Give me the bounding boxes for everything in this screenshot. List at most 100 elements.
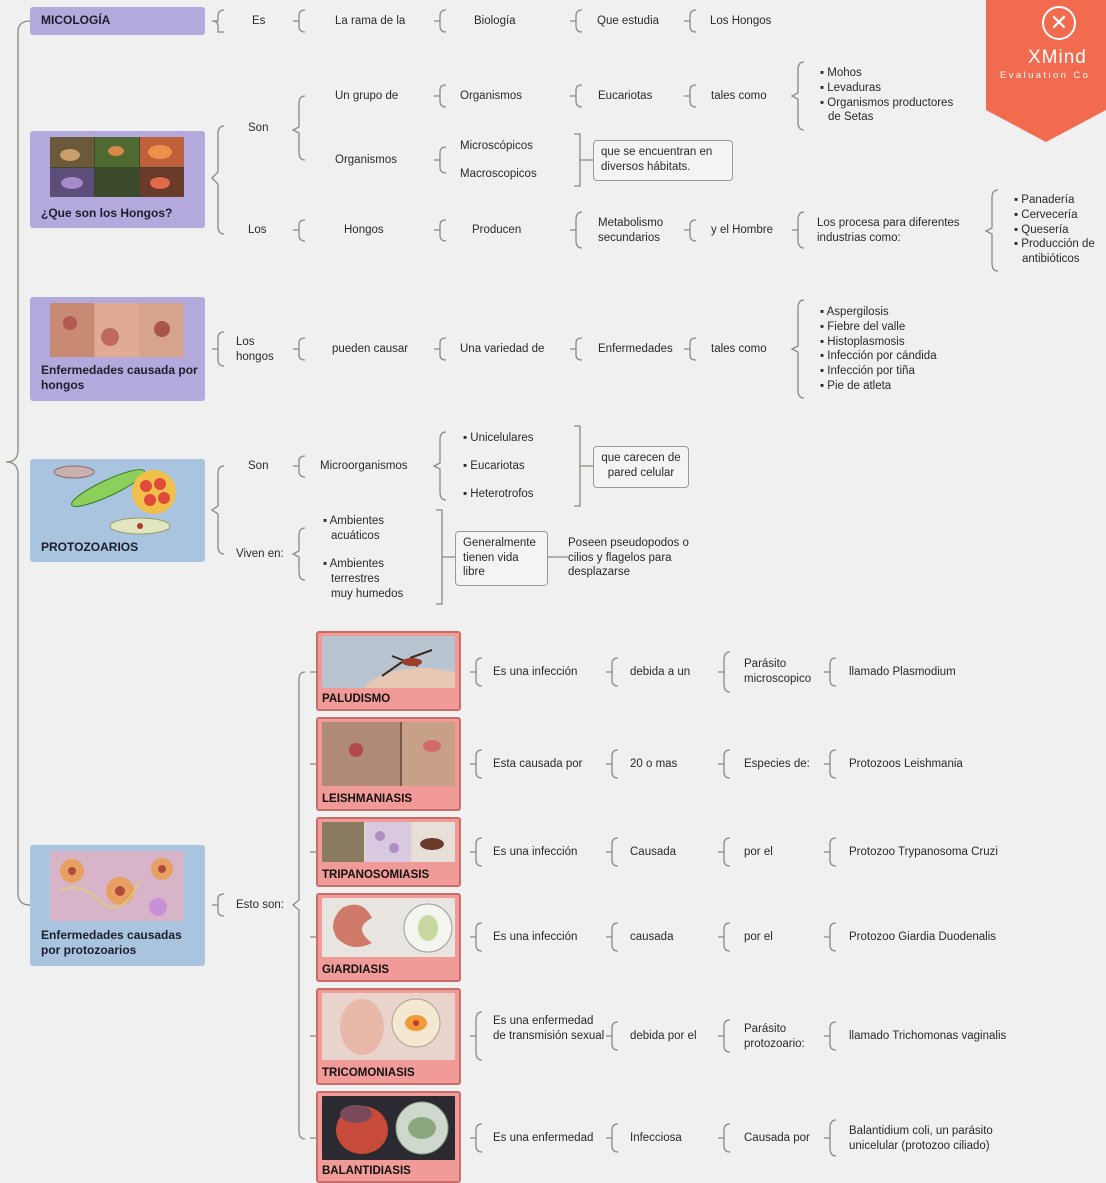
mosquito-image	[322, 636, 455, 688]
micologia-hongos: Los Hongos	[710, 15, 772, 27]
ambientes-acuaticos: ▪ Ambientes acuáticos	[323, 515, 384, 542]
enf-hongos-los: Los hongos	[236, 336, 274, 363]
hongos-eucariotas: Eucariotas	[598, 90, 653, 102]
enf-proto-topic[interactable]: Enfermedades causadas por protozoarios	[30, 845, 205, 966]
hongos-procesa: Los procesa para diferentes industrias c…	[817, 217, 960, 244]
micologia-estudia: Que estudia	[597, 15, 660, 27]
enf-hongos-title: Enfermedades causada por hongos	[41, 363, 198, 392]
hongos-industrias-list: ▪ Panadería ▪ Cervecería ▪ Quesería ▪ Pr…	[1014, 194, 1095, 266]
protozoarios-euc: ▪ Eucariotas	[463, 460, 525, 472]
disease-c2: debida a un	[630, 666, 691, 678]
micologia-title: MICOLOGÍA	[41, 13, 111, 27]
protozoa-disease-image	[50, 851, 184, 921]
disease-c4: Protozoo Trypanosoma Cruzi	[849, 846, 998, 858]
hongos-los: Los	[248, 224, 267, 236]
disease-c2: 20 o mas	[630, 758, 678, 770]
disease-c3: Parásito microscopico	[744, 658, 812, 685]
disease-c2: Causada	[630, 846, 677, 858]
fungal-infection-image	[50, 303, 184, 357]
disease-card-paludismo[interactable]: PALUDISMO	[316, 631, 461, 711]
disease-c1: Es una enfermedad de transmisión sexual	[493, 1015, 605, 1042]
disease-c2: Infecciosa	[630, 1132, 682, 1144]
protozoarios-title: PROTOZOARIOS	[41, 540, 139, 554]
enf-hongos-enfermedades: Enfermedades	[598, 343, 673, 355]
hongos-grupo: Un grupo de	[335, 90, 399, 102]
disease-name: PALUDISMO	[322, 693, 391, 705]
disease-c1: Esta causada por	[493, 758, 583, 770]
hongos-topic[interactable]: ¿Que son los Hongos?	[30, 131, 205, 228]
disease-c4: llamado Trichomonas vaginalis	[849, 1030, 1007, 1042]
enf-proto-esto: Esto son:	[236, 899, 284, 911]
protozoarios-het: ▪ Heterotrofos	[463, 488, 534, 500]
disease-c4: Balantidium coli, un parásito unicelular…	[849, 1125, 993, 1152]
habitat-box[interactable]: que se encuentran en diversos hábitats.	[593, 140, 733, 181]
hongos-producen: Producen	[472, 224, 522, 236]
disease-c3: Parásito protozoario:	[744, 1023, 805, 1050]
trypanosoma-image	[322, 822, 455, 862]
protozoarios-micro: Microorganismos	[320, 460, 408, 472]
micologia-rama: La rama de la	[335, 15, 406, 27]
xmind-watermark: ✕ XMind Evaluation Co	[986, 0, 1106, 142]
pared-box[interactable]: que carecen de pared celular	[593, 446, 689, 488]
disease-name: TRIPANOSOMIASIS	[322, 869, 430, 881]
protozoa-image	[50, 462, 184, 537]
disease-c4: Protozoo Giardia Duodenalis	[849, 931, 997, 943]
disease-name: GIARDIASIS	[322, 964, 390, 976]
disease-c1: Es una infección	[493, 931, 578, 943]
hongos-title: ¿Que son los Hongos?	[41, 206, 173, 220]
pseudopodos-text: Poseen pseudopodos o cilios y flagelos p…	[568, 537, 689, 578]
disease-card-leishmaniasis[interactable]: LEISHMANIASIS	[316, 717, 461, 811]
leishmaniasis-image	[322, 722, 455, 786]
disease-c2: causada	[630, 931, 674, 943]
disease-card-giardiasis[interactable]: GIARDIASIS	[316, 893, 461, 982]
disease-card-tricomoniasis[interactable]: TRICOMONIASIS	[316, 988, 461, 1085]
balantidium-image	[322, 1096, 455, 1160]
enf-hongos-topic[interactable]: Enfermedades causada por hongos	[30, 297, 205, 401]
mushrooms-image	[50, 137, 184, 197]
hongos-macro: Macroscopicos	[460, 168, 537, 180]
protozoarios-son: Son	[248, 460, 269, 472]
enf-hongos-list: ▪ Aspergilosis ▪ Fiebre del valle ▪ Hist…	[820, 306, 937, 392]
disease-c1: Es una infección	[493, 666, 578, 678]
disease-name: TRICOMONIASIS	[322, 1067, 415, 1079]
micologia-topic[interactable]: MICOLOGÍA	[30, 7, 205, 35]
protozoarios-uni: ▪ Unicelulares	[463, 432, 534, 444]
hongos-son: Son	[248, 122, 269, 134]
trichomonas-image	[322, 993, 455, 1060]
disease-c3: por el	[744, 846, 773, 858]
hongos-micro: Microscópicos	[460, 140, 533, 152]
protozoarios-viven: Viven en:	[236, 548, 284, 560]
hongos-organismos: Organismos	[460, 90, 522, 102]
enf-hongos-variedad: Una variedad de	[460, 343, 545, 355]
watermark-name: XMind	[1028, 47, 1087, 68]
enf-hongos-pueden: pueden causar	[332, 343, 409, 355]
micologia-es: Es	[252, 15, 266, 27]
disease-c1: Es una enfermedad	[493, 1132, 594, 1144]
disease-card-balantidiasis[interactable]: BALANTIDIASIS	[316, 1091, 461, 1183]
ambientes-terrestres: ▪ Ambientes terrestres muy humedos	[323, 558, 404, 600]
hongos-tales-list: ▪ Mohos ▪ Levaduras ▪ Organismos product…	[820, 67, 954, 124]
disease-name: BALANTIDIASIS	[322, 1165, 411, 1177]
watermark-sub: Evaluation Co	[1000, 70, 1091, 81]
disease-c4: Protozoos Leishmania	[849, 758, 963, 770]
giardia-image	[322, 898, 455, 957]
hongos-hombre: y el Hombre	[711, 224, 773, 236]
disease-c2: debida por el	[630, 1030, 697, 1042]
disease-c3: por el	[744, 931, 773, 943]
micologia-biologia: Biología	[474, 15, 516, 27]
disease-c3: Especies de:	[744, 758, 810, 770]
disease-c3: Causada por	[744, 1132, 810, 1144]
hongos-organismos2: Organismos	[335, 154, 397, 166]
enf-proto-title: Enfermedades causadas por protozoarios	[41, 928, 182, 957]
enf-hongos-tales: tales como	[711, 343, 767, 355]
hongos-hongos: Hongos	[344, 224, 384, 236]
disease-c1: Es una infección	[493, 846, 578, 858]
x-logo-icon: ✕	[1042, 6, 1076, 40]
vida-libre-box[interactable]: Generalmente tienen vida libre	[455, 531, 548, 586]
protozoarios-topic[interactable]: PROTOZOARIOS	[30, 459, 205, 562]
disease-card-tripanosomiasis[interactable]: TRIPANOSOMIASIS	[316, 817, 461, 887]
disease-c4: llamado Plasmodium	[849, 666, 956, 678]
hongos-tales: tales como	[711, 90, 767, 102]
disease-name: LEISHMANIASIS	[322, 793, 413, 805]
